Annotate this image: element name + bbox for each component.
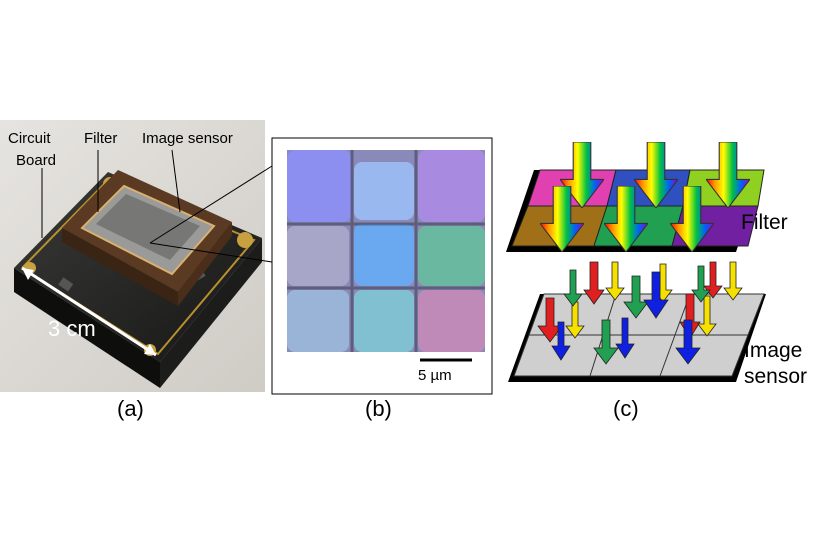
label-image-sensor-a: Image sensor — [142, 130, 233, 147]
color-arrows — [537, 261, 743, 365]
label-sensor-c-line2: sensor — [744, 365, 808, 388]
caption-a: (a) — [117, 396, 144, 421]
label-circuit-line1: Circuit — [8, 130, 51, 147]
caption-b: (b) — [365, 396, 392, 421]
label-filter-a: Filter — [84, 130, 118, 147]
dimension-label: 3 cm — [48, 316, 96, 341]
panel-a-photo — [0, 120, 265, 392]
caption-c: (c) — [613, 396, 639, 421]
panel-b-micrograph — [287, 150, 485, 352]
label-circuit-line2: Board — [16, 152, 57, 169]
zoom-line-top — [149, 165, 273, 244]
label-image-c-line1: Image — [744, 339, 803, 362]
label-filter-c: Filter — [741, 211, 788, 234]
scale-bar-label: 5 µm — [418, 367, 452, 384]
zoom-line-bottom — [149, 242, 273, 263]
